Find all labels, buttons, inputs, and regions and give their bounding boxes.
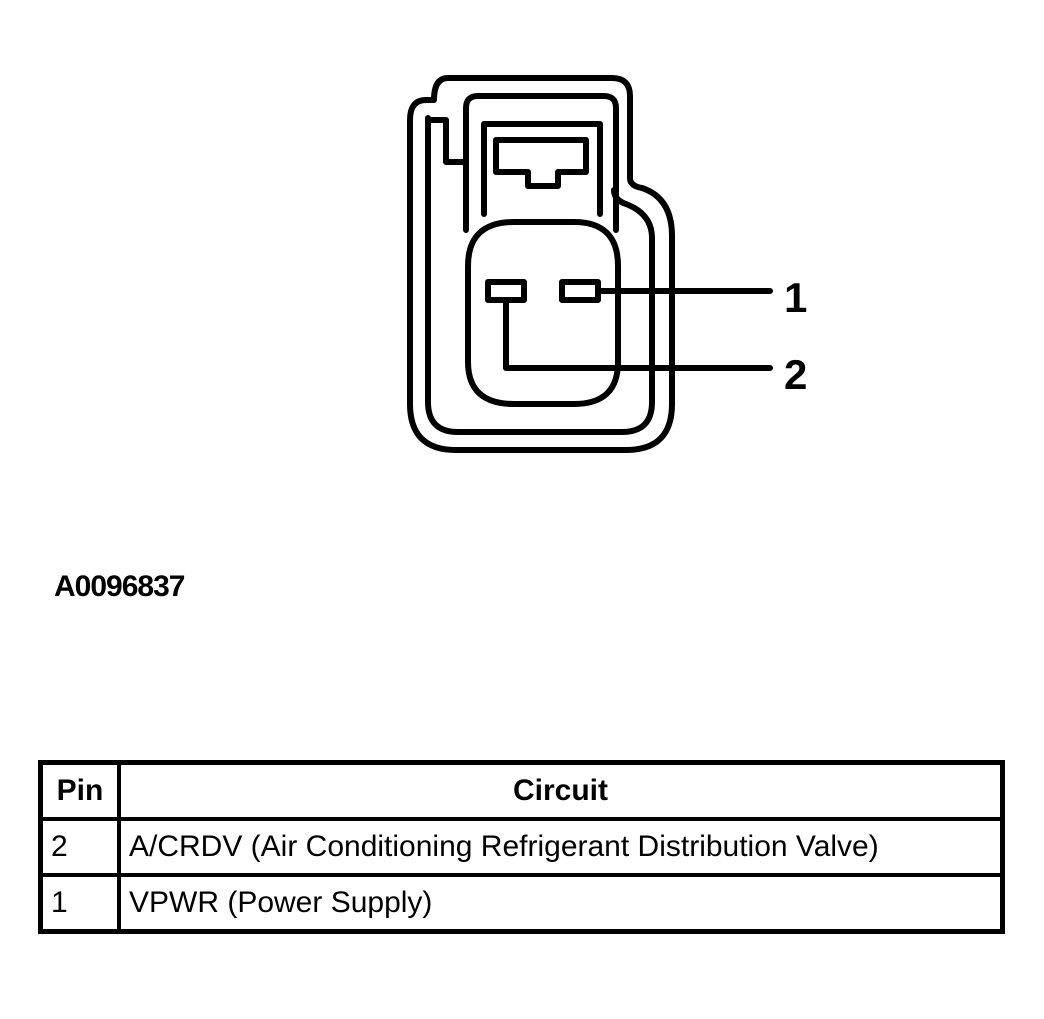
locking-tab-frame: [463, 93, 619, 233]
table-row: 1 VPWR (Power Supply): [38, 873, 1005, 934]
pin-cell: 1: [38, 873, 121, 934]
circuit-cell: A/CRDV (Air Conditioning Refrigerant Dis…: [117, 817, 1005, 877]
terminal-1: [559, 279, 601, 303]
header-pin: Pin: [38, 760, 121, 821]
table-row: 2 A/CRDV (Air Conditioning Refrigerant D…: [38, 817, 1005, 877]
header-circuit: Circuit: [117, 760, 1005, 821]
locking-tab-ramp: [493, 137, 589, 189]
pin-circuit-table: Pin Circuit 2 A/CRDV (Air Conditioning R…: [38, 760, 1005, 934]
connector-housing-inner: [425, 115, 655, 435]
connector-housing-outer: [407, 75, 675, 453]
circuit-cell: VPWR (Power Supply): [117, 873, 1005, 934]
pin-2-label: 2: [784, 351, 807, 398]
pin-1-label: 1: [784, 274, 807, 321]
table-header-row: Pin Circuit: [38, 760, 1005, 821]
locking-tab-inner-frame: [481, 121, 603, 217]
connector-inner-step: [425, 117, 469, 165]
pin-cavity: [465, 219, 621, 407]
pin-cell: 2: [38, 817, 121, 877]
figure-id: A0096837: [54, 570, 185, 603]
pin-2-leader-line: [503, 297, 773, 371]
connector-face-diagram: 1 2: [407, 75, 807, 453]
